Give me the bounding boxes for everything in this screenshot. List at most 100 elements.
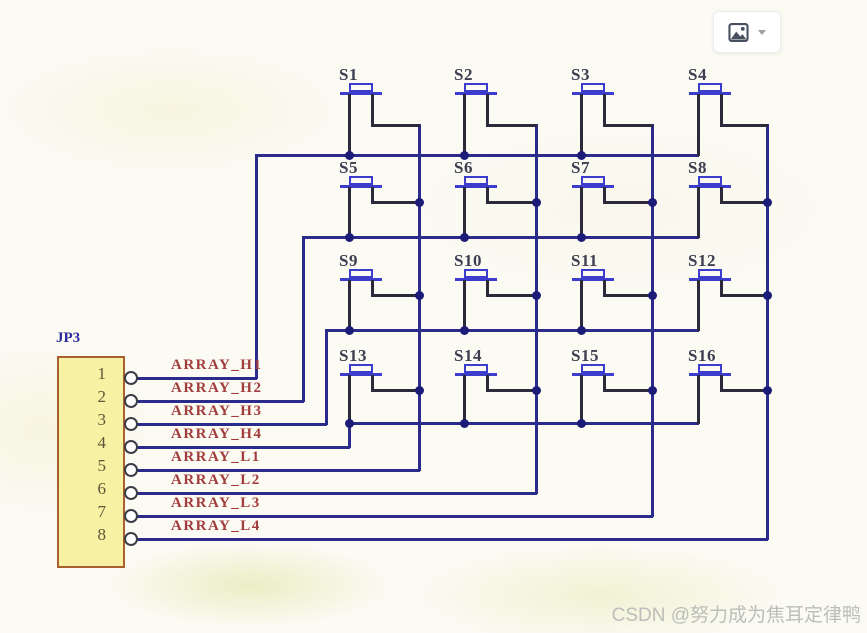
switch-designator: S12 — [688, 251, 716, 270]
net-wire-row — [137, 377, 257, 380]
switch-bar — [454, 185, 497, 188]
switch-pin — [603, 280, 606, 296]
switch-pin — [371, 201, 420, 204]
switch-bar — [339, 185, 382, 188]
net-wire-row — [137, 423, 327, 426]
net-label: ARRAY_H2 — [171, 380, 263, 396]
switch-bar — [454, 373, 497, 376]
switch-bar — [454, 278, 497, 281]
switch-pin — [486, 375, 489, 391]
junction-dot — [577, 326, 586, 335]
switch-bar — [688, 373, 731, 376]
connector-pin-number: 6 — [97, 479, 107, 498]
switch-pin — [486, 389, 537, 392]
row-line — [255, 154, 699, 157]
image-icon — [728, 22, 749, 42]
connector-pin-circle — [124, 394, 138, 408]
switch-cap — [348, 364, 373, 373]
switch-cap — [463, 269, 488, 278]
switch-designator: S13 — [339, 346, 367, 365]
switch-pin — [371, 124, 420, 127]
switch-pin — [720, 294, 768, 297]
connector-pin-number: 2 — [97, 387, 107, 406]
switch-pin — [371, 187, 374, 203]
column-line — [651, 124, 654, 517]
switch-pin — [486, 124, 537, 127]
switch-cap — [697, 83, 722, 92]
switch-designator: S8 — [688, 158, 707, 177]
caret-down-icon — [758, 29, 766, 35]
net-wire-col — [137, 492, 537, 495]
junction-dot — [763, 386, 772, 395]
switch-designator: S11 — [571, 251, 599, 270]
switch-bar — [688, 278, 731, 281]
junction-dot — [415, 291, 424, 300]
junction-dot — [763, 291, 772, 300]
switch-pin — [697, 375, 700, 424]
connector-pin-number: 5 — [97, 456, 107, 475]
image-tools-button[interactable] — [713, 11, 781, 53]
connector-designator: JP3 — [56, 330, 81, 346]
switch-bar — [339, 92, 382, 95]
net-label: ARRAY_L4 — [171, 518, 261, 534]
switch-pin — [580, 187, 583, 238]
switch-cap — [348, 176, 373, 185]
switch-pin — [603, 389, 653, 392]
row-line — [348, 422, 699, 425]
switch-bar — [688, 185, 731, 188]
connector-pin-circle — [124, 463, 138, 477]
connector-pin-number: 8 — [97, 525, 107, 544]
switch-pin — [720, 280, 723, 296]
switch-pin — [603, 375, 606, 391]
switch-pin — [348, 375, 351, 424]
switch-designator: S9 — [339, 251, 358, 270]
junction-dot — [415, 198, 424, 207]
switch-pin — [697, 187, 700, 238]
switch-pin — [348, 94, 351, 156]
net-wire-row — [255, 154, 258, 379]
junction-dot — [648, 198, 657, 207]
switch-pin — [720, 94, 723, 126]
net-wire-row — [302, 236, 305, 402]
switch-designator: S5 — [339, 158, 358, 177]
switch-designator: S14 — [454, 346, 482, 365]
switch-pin — [580, 94, 583, 156]
junction-dot — [345, 151, 354, 160]
switch-pin — [486, 280, 489, 296]
switch-pin — [348, 280, 351, 331]
junction-dot — [763, 198, 772, 207]
connector-body — [57, 356, 125, 568]
switch-designator: S10 — [454, 251, 482, 270]
net-label: ARRAY_H1 — [171, 357, 263, 373]
switch-pin — [371, 94, 374, 126]
switch-bar — [688, 92, 731, 95]
row-line — [302, 236, 699, 239]
junction-dot — [345, 233, 354, 242]
switch-cap — [348, 269, 373, 278]
switch-cap — [580, 269, 605, 278]
connector-pin-circle — [124, 440, 138, 454]
switch-pin — [720, 201, 768, 204]
switch-pin — [720, 375, 723, 391]
watermark: CSDN @努力成为焦耳定律鸭 — [611, 605, 861, 626]
switch-cap — [697, 269, 722, 278]
junction-dot — [532, 291, 541, 300]
net-label: ARRAY_H4 — [171, 426, 263, 442]
net-label: ARRAY_L3 — [171, 495, 261, 511]
switch-pin — [348, 187, 351, 238]
connector-pin-number: 3 — [97, 410, 107, 429]
switch-pin — [463, 187, 466, 238]
switch-bar — [454, 92, 497, 95]
switch-pin — [486, 294, 537, 297]
net-label: ARRAY_H3 — [171, 403, 263, 419]
switch-bar — [339, 278, 382, 281]
switch-pin — [720, 124, 768, 127]
switch-pin — [371, 280, 374, 296]
connector-pin-circle — [124, 532, 138, 546]
switch-cap — [463, 83, 488, 92]
switch-cap — [348, 83, 373, 92]
switch-designator: S7 — [571, 158, 590, 177]
switch-pin — [580, 280, 583, 331]
